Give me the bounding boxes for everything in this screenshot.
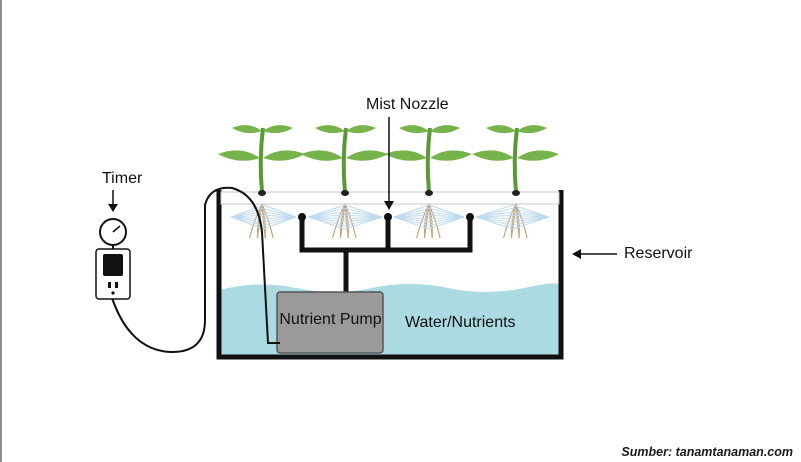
plant xyxy=(218,125,305,239)
leaf xyxy=(232,125,262,134)
reservoir-label: Reservoir xyxy=(624,245,693,262)
leaf xyxy=(218,150,260,161)
plant-stem xyxy=(512,127,519,193)
water-nutrients-label: Water/Nutrients xyxy=(405,314,516,331)
plant-stem xyxy=(425,127,432,193)
reservoir-arrow xyxy=(572,249,617,259)
power-cable xyxy=(111,186,280,354)
plant-pot-hole xyxy=(512,190,520,196)
timer-arrow xyxy=(108,190,118,212)
plant xyxy=(385,125,472,239)
nutrient-pump-label: Nutrient Pump xyxy=(279,311,382,328)
leaf xyxy=(301,150,343,161)
leaf xyxy=(517,150,559,161)
source-credit: Sumber: tanamtanaman.com xyxy=(621,445,793,459)
timer-device xyxy=(95,218,131,300)
leaf xyxy=(385,150,427,161)
leaf xyxy=(399,125,429,134)
plant-pot-hole xyxy=(341,190,349,196)
plant-stem xyxy=(258,127,265,193)
plant-pot-hole xyxy=(425,190,433,196)
mist-spray xyxy=(475,204,550,230)
timer-plug xyxy=(103,254,123,276)
plant-roots xyxy=(416,203,441,239)
mist-sprays xyxy=(230,204,550,230)
leaf xyxy=(472,150,514,161)
plant-pot-hole xyxy=(258,190,266,196)
plants xyxy=(218,125,559,239)
reservoir-tank xyxy=(216,190,564,360)
timer-label: Timer xyxy=(102,170,143,187)
mist-spray xyxy=(307,204,383,230)
plant xyxy=(472,125,559,239)
mist-spray xyxy=(393,204,465,230)
mist-spray xyxy=(230,204,297,230)
leaf xyxy=(263,150,305,161)
mist-nozzle-label: Mist Nozzle xyxy=(366,96,449,113)
plant-roots xyxy=(332,203,357,239)
nutrient-pump xyxy=(276,291,384,354)
leaf xyxy=(486,125,516,134)
leaf xyxy=(346,125,376,134)
leaf xyxy=(346,150,388,161)
plant xyxy=(301,125,388,239)
mist-nozzle-heads xyxy=(298,213,474,221)
leaf xyxy=(517,125,547,134)
leaf xyxy=(315,125,345,134)
leaf xyxy=(263,125,293,134)
leaf xyxy=(430,125,460,134)
leaf xyxy=(430,150,472,161)
mist-nozzle-arrow xyxy=(384,117,394,210)
plant-stem xyxy=(341,127,348,193)
pipe-manifold xyxy=(299,215,473,295)
